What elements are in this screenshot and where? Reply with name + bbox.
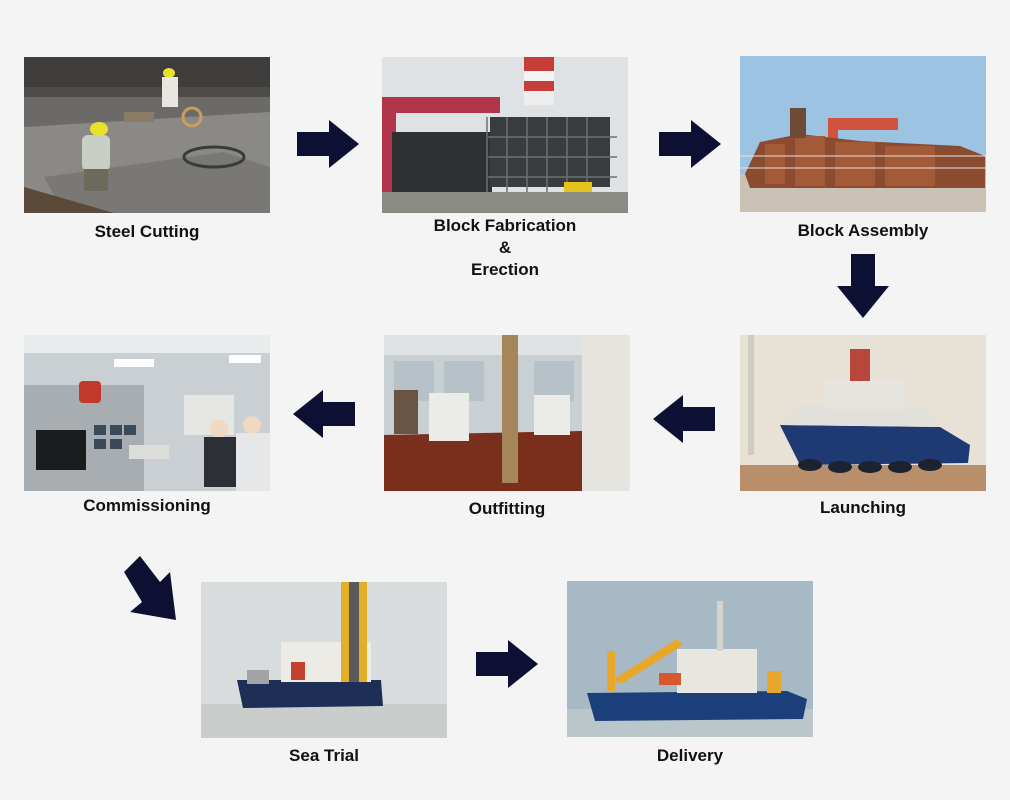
block-fabrication-label-line-3: Erection <box>470 260 540 279</box>
arrow-right-icon <box>476 640 538 688</box>
outfitting-label: Outfitting <box>468 499 546 518</box>
arrow-down-right-icon <box>122 556 176 620</box>
block-fabrication-label-line-2: & <box>498 238 512 257</box>
block-fabrication-label: Block Fabrication & Erection <box>382 215 628 281</box>
block-fabrication-label-line-1: Block Fabrication <box>433 216 577 235</box>
arrow-right-icon <box>297 120 359 168</box>
steel-cutting-photo <box>24 57 270 213</box>
block-fabrication-photo <box>382 57 628 213</box>
launching-photo <box>740 335 986 491</box>
arrow-left-icon <box>653 395 715 443</box>
delivery-label: Delivery <box>656 746 724 765</box>
block-assembly-photo <box>740 56 986 212</box>
arrow-down-icon <box>837 254 889 318</box>
block-assembly-label: Block Assembly <box>797 221 929 240</box>
launching-label: Launching <box>820 498 906 517</box>
commissioning-label: Commissioning <box>83 496 211 515</box>
arrow-left-icon <box>293 390 355 438</box>
sea-trial-label: Sea Trial <box>289 746 359 765</box>
arrow-right-icon <box>659 120 721 168</box>
outfitting-photo <box>384 335 630 491</box>
delivery-photo <box>567 581 813 737</box>
steel-cutting-label: Steel Cutting <box>94 222 200 241</box>
sea-trial-photo <box>201 582 447 738</box>
commissioning-photo <box>24 335 270 491</box>
